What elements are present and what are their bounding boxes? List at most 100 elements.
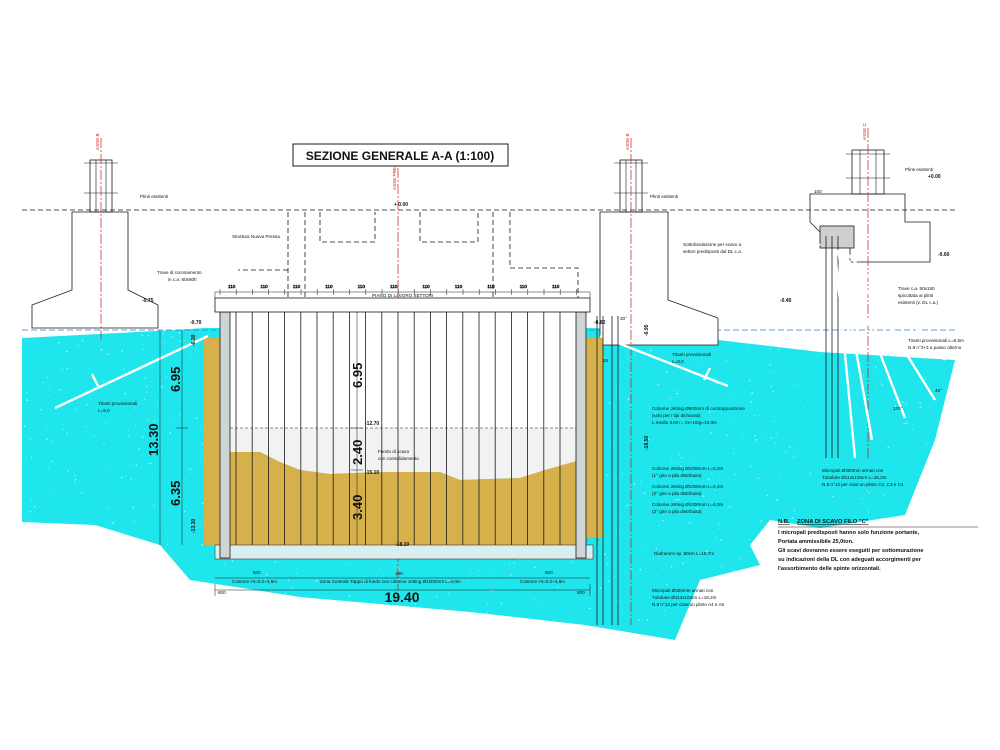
soil-speck — [942, 334, 944, 336]
soil-speck — [40, 409, 42, 411]
soil-speck — [924, 358, 925, 360]
soil-speck — [710, 432, 712, 435]
soil-speck — [172, 376, 173, 378]
soil-speck — [885, 346, 887, 348]
soil-speck — [705, 550, 708, 553]
soil-speck — [749, 539, 750, 541]
soil-speck — [103, 394, 105, 396]
plinti-label-right: Plinti esistenti — [905, 167, 933, 172]
soil-speck — [772, 371, 774, 372]
soil-speck — [809, 473, 812, 475]
spacing-label: 110 — [358, 284, 366, 289]
soil-speck — [947, 340, 950, 342]
soil-speck — [733, 339, 735, 341]
soil-speck — [866, 489, 868, 491]
soil-speck — [58, 547, 60, 549]
soil-speck — [125, 540, 127, 543]
soil-speck — [770, 385, 773, 387]
soil-speck — [48, 395, 50, 397]
soil-speck — [725, 338, 727, 340]
soil-speck — [638, 479, 640, 480]
soil-speck — [385, 601, 387, 604]
soil-speck — [148, 434, 150, 436]
soil-speck — [62, 611, 64, 613]
soil-speck — [51, 460, 53, 463]
soil-speck — [128, 544, 131, 546]
soil-speck — [137, 560, 138, 562]
soil-speck — [739, 522, 741, 523]
jet-left-column — [204, 338, 222, 545]
soil-speck — [130, 575, 132, 578]
soil-speck — [720, 538, 722, 541]
soil-speck — [606, 474, 608, 476]
soil-speck — [178, 332, 181, 334]
soil-speck — [785, 627, 787, 629]
angle-135: 135° — [893, 406, 903, 411]
soil-speck — [66, 367, 69, 370]
soil-speck — [75, 478, 77, 481]
dim-340: 3.40 — [350, 495, 365, 520]
soil-speck — [170, 618, 172, 621]
soil-speck — [952, 397, 953, 399]
soil-speck — [806, 349, 808, 350]
soil-speck — [224, 564, 226, 566]
soil-speck — [599, 587, 602, 589]
soil-speck — [754, 435, 756, 437]
soil-speck — [933, 441, 936, 443]
soil-speck — [492, 589, 494, 592]
soil-speck — [142, 436, 144, 438]
soil-speck — [915, 485, 917, 487]
soil-speck — [496, 580, 497, 582]
elev-left-a: -6.30 — [191, 334, 197, 346]
spacing-label: 110 — [520, 284, 528, 289]
soil-speck — [769, 348, 771, 350]
dim-600-right: 600 — [577, 590, 585, 595]
soil-speck — [633, 486, 635, 488]
soil-speck — [78, 538, 81, 540]
soil-speck — [94, 553, 96, 555]
soil-speck — [186, 533, 188, 535]
soil-speck — [398, 578, 400, 580]
soil-speck — [180, 340, 182, 343]
soil-speck — [914, 572, 916, 574]
note-heading-b: ZONA DI SCAVO FILO "C" — [797, 519, 869, 525]
soil-speck — [634, 354, 636, 356]
tiranti-left-label-1: Tiranti provvisionali — [98, 401, 137, 406]
tiranti-mid-label-1: Tiranti provvisionali — [672, 352, 711, 357]
soil-speck — [147, 419, 149, 422]
soil-speck — [231, 605, 232, 606]
soil-speck — [112, 551, 113, 553]
elev-right-b: -18.50 — [644, 436, 650, 450]
soil-speck — [760, 520, 763, 522]
soil-speck — [766, 605, 768, 607]
soil-speck — [146, 385, 148, 387]
soil-speck — [734, 473, 736, 475]
soil-speck — [159, 590, 161, 592]
soil-speck — [508, 563, 510, 565]
soil-speck — [803, 406, 805, 408]
dim-635: 6.35 — [168, 481, 183, 506]
soil-speck — [769, 364, 771, 366]
soil-speck — [184, 547, 185, 548]
soil-speck — [875, 389, 877, 391]
soil-speck — [147, 599, 149, 601]
soil-speck — [716, 377, 718, 379]
soil-speck — [849, 552, 851, 554]
soil-speck — [805, 617, 806, 619]
soil-speck — [831, 528, 833, 529]
soil-speck — [698, 431, 700, 433]
soil-speck — [622, 613, 623, 615]
soil-speck — [919, 401, 921, 404]
soil-speck — [148, 462, 150, 465]
soil-speck — [186, 592, 188, 594]
soil-speck — [940, 465, 942, 467]
soil-speck — [23, 425, 26, 428]
soil-speck — [71, 442, 73, 444]
soil-speck — [40, 353, 41, 355]
soil-speck — [39, 567, 41, 569]
soil-speck — [510, 623, 511, 625]
soil-speck — [121, 350, 123, 352]
soil-speck — [745, 623, 747, 625]
soil-speck — [604, 582, 605, 584]
soil-speck — [827, 464, 828, 465]
